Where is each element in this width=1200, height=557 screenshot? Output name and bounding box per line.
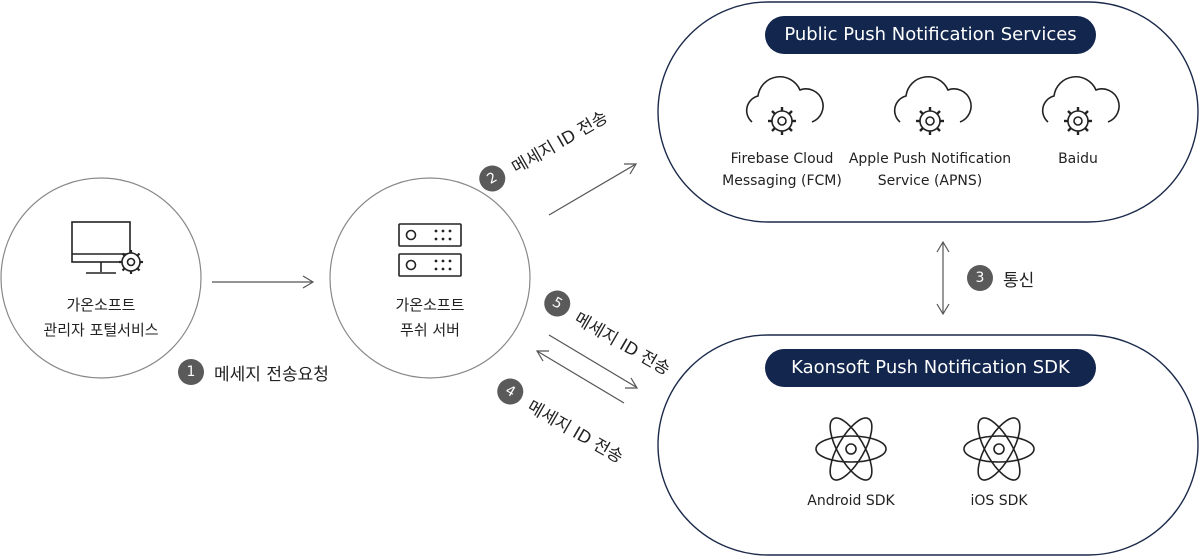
step-3-text: 통신 xyxy=(1003,270,1035,291)
arrow-public-sdk-bidirectional xyxy=(936,240,950,316)
step-3-label: 3 통신 xyxy=(967,265,1034,291)
server-icon xyxy=(398,223,462,277)
baidu-label: Baidu xyxy=(1058,151,1098,167)
step-3-badge: 3 xyxy=(967,265,993,291)
server-label-line1: 가온소프트 xyxy=(395,296,465,314)
android-atom-icon xyxy=(815,417,887,481)
apns-cloud-gear-icon xyxy=(893,76,972,135)
arrow-sdk-to-server xyxy=(535,350,625,404)
server-node-circle xyxy=(329,177,531,379)
step-1-badge: 1 xyxy=(178,359,204,385)
ios-atom-icon xyxy=(963,417,1035,481)
fcm-label-line2: Messaging (FCM) xyxy=(722,173,842,189)
android-sdk-label: Android SDK xyxy=(807,493,895,509)
sdk-container xyxy=(657,334,1199,556)
monitor-gear-icon xyxy=(71,221,143,274)
sdk-title: Kaonsoft Push Notification SDK xyxy=(765,349,1096,387)
step-1-label: 1 메세지 전송요청 xyxy=(178,359,329,385)
portal-label-line2: 관리자 포털서비스 xyxy=(43,321,159,339)
ios-sdk-label: iOS SDK xyxy=(970,493,1028,509)
arrow-server-to-public xyxy=(548,163,638,216)
apns-label-line1: Apple Push Notification xyxy=(848,151,1012,167)
arrow-portal-to-server xyxy=(212,275,315,289)
portal-label-line1: 가온소프트 xyxy=(66,296,136,314)
public-services-title: Public Push Notification Services xyxy=(765,16,1096,54)
step-1-text: 메세지 전송요청 xyxy=(214,364,329,385)
baidu-cloud-gear-icon xyxy=(1041,76,1120,135)
portal-node-circle xyxy=(0,177,202,379)
arrow-server-to-sdk xyxy=(548,334,639,389)
fcm-label-line1: Firebase Cloud xyxy=(730,151,834,167)
fcm-cloud-gear-icon xyxy=(745,76,824,135)
server-label-line2: 푸쉬 서버 xyxy=(400,321,460,339)
apns-label-line2: Service (APNS) xyxy=(877,173,983,189)
